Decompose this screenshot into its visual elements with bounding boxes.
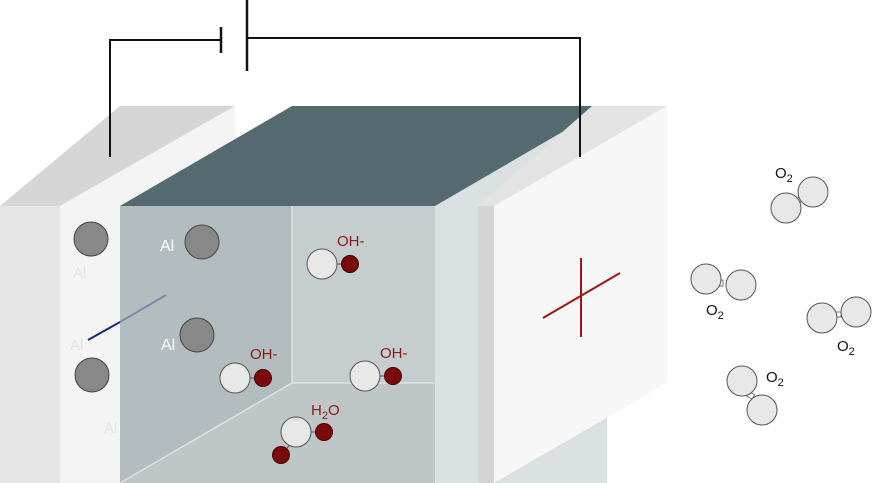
aluminum-atom xyxy=(184,224,220,260)
hydroxide-label: OH- xyxy=(250,346,278,363)
water-molecule: H2O xyxy=(272,402,340,464)
electrolyte-al-label: Al xyxy=(160,238,174,255)
oxygen-molecule: O2 xyxy=(690,263,757,322)
anode-al-label-faded: Al xyxy=(73,265,86,282)
electrolyte-al-label: Al xyxy=(161,337,175,354)
hydroxide-ion: OH- xyxy=(306,233,365,280)
anode-edge-line xyxy=(119,294,167,323)
water-label: H2O xyxy=(311,402,340,422)
oxygen-label: O2 xyxy=(837,338,855,358)
oxygen-label: O2 xyxy=(706,302,724,322)
aluminum-atom xyxy=(74,357,110,393)
anode-edge-line xyxy=(87,321,121,341)
oxygen-molecule: O2 xyxy=(806,296,872,358)
hydroxide-ion: OH- xyxy=(349,345,408,392)
anode-al-label-faded: Al xyxy=(104,420,117,437)
oxygen-molecule: O2 xyxy=(726,365,784,426)
oxygen-molecule: O2 xyxy=(770,165,829,224)
external-circuit xyxy=(109,0,581,157)
oxygen-label: O2 xyxy=(766,369,784,389)
hydroxide-label: OH- xyxy=(380,345,408,362)
oxygen-label: O2 xyxy=(775,165,793,185)
aluminum-atom xyxy=(179,317,215,353)
anode-al-label-faded: Al xyxy=(70,337,83,354)
plus-sign xyxy=(542,258,621,337)
aluminum-atom xyxy=(73,221,109,257)
hydroxide-label: OH- xyxy=(337,233,365,250)
hydroxide-ion: OH- xyxy=(219,346,278,394)
